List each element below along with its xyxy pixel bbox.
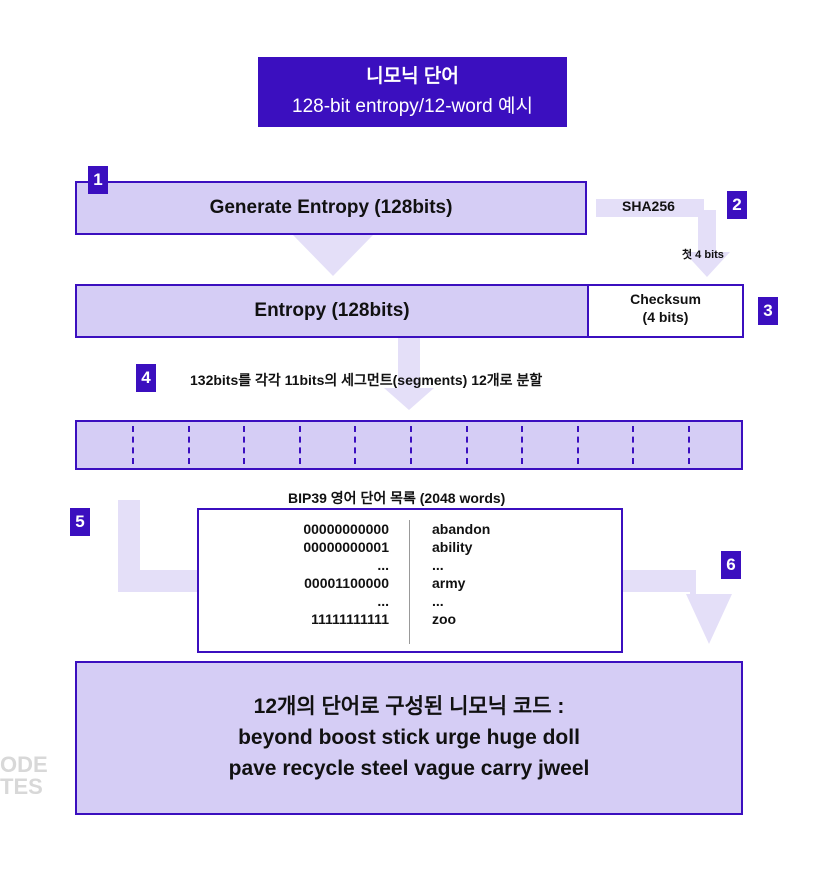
wordlist-words-column: abandon ability ... army ... zoo <box>432 520 490 628</box>
wordlist-separator <box>409 520 410 644</box>
mnemonic-result-box: 12개의 단어로 구성된 니모닉 코드 : beyond boost stick… <box>75 661 743 815</box>
segment-divider <box>299 426 301 464</box>
sha256-label: SHA256 <box>622 198 675 214</box>
step-6-badge: 6 <box>721 551 741 579</box>
wordlist-bits-row: ... <box>377 557 389 573</box>
result-line2: beyond boost stick urge huge doll <box>238 726 580 749</box>
segment-divider <box>688 426 690 464</box>
wordlist-bits-row: ... <box>377 593 389 609</box>
split-arrow-shaft <box>398 337 420 395</box>
segments-row <box>75 420 743 470</box>
step-4-badge: 4 <box>136 364 156 392</box>
wordlist-bits-row: 00000000001 <box>303 539 389 555</box>
step-2-badge: 2 <box>727 191 747 219</box>
checksum-box: Checksum (4 bits) <box>587 284 744 338</box>
wordlist-word-row: abandon <box>432 521 491 537</box>
wordlist-bits-row: 00001100000 <box>304 575 389 591</box>
wordlist-title: BIP39 영어 단어 목록 (2048 words) <box>288 490 506 506</box>
step-1-badge: 1 <box>88 166 108 194</box>
segment-divider <box>354 426 356 464</box>
down-arrow-generate <box>293 235 373 276</box>
title-line2: 128-bit entropy/12-word 예시 <box>292 96 533 117</box>
first-bits-label: 첫 4 bits <box>682 249 724 261</box>
title-line1: 니모닉 단어 <box>366 66 459 87</box>
result-line1: 12개의 단어로 구성된 니모닉 코드 : <box>253 695 565 718</box>
segment-divider <box>466 426 468 464</box>
watermark-line2: TES <box>0 774 43 799</box>
watermark-line1: ODE <box>0 752 48 777</box>
step-5-badge: 5 <box>70 508 90 536</box>
segment-divider <box>132 426 134 464</box>
checksum-line2: (4 bits) <box>642 309 689 325</box>
segment-divider <box>632 426 634 464</box>
wordlist-word-row: army <box>432 575 466 591</box>
segment-divider <box>243 426 245 464</box>
watermark-logo: ODE TES <box>0 754 48 798</box>
wordlist-bits-column: 00000000000 00000000001 ... 00001100000 … <box>303 520 389 628</box>
wordlist-box: 00000000000 00000000001 ... 00001100000 … <box>197 508 623 653</box>
segment-divider <box>521 426 523 464</box>
wordlist-word-row: zoo <box>432 611 457 627</box>
wordlist-bits-row: 11111111111 <box>311 611 389 627</box>
segment-divider <box>188 426 190 464</box>
segment-divider <box>577 426 579 464</box>
entropy-box: Entropy (128bits) <box>75 284 589 338</box>
result-line3: pave recycle steel vague carry jweel <box>228 757 590 780</box>
wordlist-word-row: ability <box>432 539 473 555</box>
diagram-title: 니모닉 단어 128-bit entropy/12-word 예시 <box>258 57 567 127</box>
segment-divider <box>410 426 412 464</box>
generate-entropy-label: Generate Entropy (128bits) <box>209 197 453 218</box>
wordlist-bits-row: 00000000000 <box>303 521 389 537</box>
wordlist-word-row: ... <box>432 557 444 573</box>
entropy-label: Entropy (128bits) <box>254 300 410 321</box>
split-description: 132bits를 각각 11bits의 세그먼트(segments) 12개로 … <box>190 372 543 388</box>
step-3-badge: 3 <box>758 297 778 325</box>
split-arrow-head <box>384 388 434 410</box>
wordlist-word-row: ... <box>432 593 444 609</box>
generate-entropy-box: Generate Entropy (128bits) <box>75 181 587 235</box>
checksum-line1: Checksum <box>630 291 701 307</box>
sha-arrow <box>596 199 730 277</box>
